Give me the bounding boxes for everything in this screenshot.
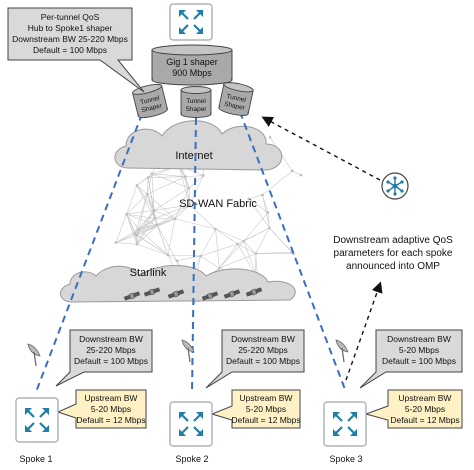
- spoke2-upstream-line1: Upstream BW: [240, 393, 293, 403]
- spoke3-upstream-line2: 5-20 Mbps: [405, 404, 445, 414]
- spoke3-downstream-line3: Default = 100 Mbps: [382, 356, 456, 366]
- tunnel-shaper-2-line2: Shaper: [186, 106, 208, 113]
- hub-router-icon: [169, 3, 213, 41]
- spoke1-upstream-callout: Upstream BW 5-20 Mbps Default = 12 Mbps: [56, 389, 147, 429]
- qos-callout-line2: Hub to Spoke1 shaper: [28, 23, 113, 33]
- spoke3-upstream-callout: Upstream BW 5-20 Mbps Default = 12 Mbps: [364, 389, 463, 429]
- tunnel-shaper-1: Tunnel Shaper: [131, 83, 169, 119]
- omp-controller-icon: [381, 172, 409, 200]
- satellite-icon: [143, 287, 161, 297]
- spoke1-downstream-line1: Downstream BW: [79, 334, 143, 344]
- satellite-icon: [123, 291, 141, 301]
- spoke1-label: Spoke 1: [19, 454, 52, 464]
- spoke-to-omp-arrow: [345, 281, 383, 381]
- gig1-shaper: Gig 1 shaper 900 Mbps: [151, 44, 233, 86]
- spoke1-downstream-line2: 25-220 Mbps: [86, 345, 136, 355]
- spoke3-downstream-callout: Downstream BW 5-20 Mbps Default = 100 Mb…: [359, 329, 463, 389]
- gig1-shaper-name: Gig 1 shaper: [166, 57, 218, 67]
- tunnel-shaper-3-line2: Shaper: [223, 101, 246, 112]
- starlink-label: Starlink: [130, 267, 167, 279]
- qos-callout-line3: Downstream BW 25-220 Mbps: [12, 34, 128, 44]
- per-tunnel-qos-callout: Per-tunnel QoS Hub to Spoke1 shaper Down…: [7, 7, 145, 93]
- tunnel-shaper-1-line1: Tunnel: [140, 95, 161, 107]
- spoke1-upstream-line2: 5-20 Mbps: [91, 404, 131, 414]
- starlink-cloud: [60, 265, 296, 303]
- spoke2-downstream-callout: Downstream BW 25-220 Mbps Default = 100 …: [205, 329, 305, 389]
- satellite-icon: [201, 291, 219, 301]
- spoke2-label: Spoke 2: [175, 454, 208, 464]
- satellite-icons: [123, 287, 263, 301]
- qos-callout-line4: Default = 100 Mbps: [33, 45, 107, 55]
- tunnel-shaper-3-line1: Tunnel: [226, 93, 247, 104]
- spoke-routers: [15, 397, 367, 447]
- spoke3-downstream-line2: 5-20 Mbps: [399, 345, 439, 355]
- overlay-tunnels: [35, 111, 347, 393]
- fabric-label: SD-WAN Fabric: [179, 198, 257, 210]
- satellite-icon: [245, 287, 263, 297]
- tunnel-shaper-2: Tunnel Shaper: [180, 86, 212, 118]
- spoke2-upstream-callout: Upstream BW 5-20 Mbps Default = 12 Mbps: [210, 389, 301, 429]
- spoke1-router-icon: [15, 397, 59, 443]
- tunnel-line-spoke2: [191, 117, 197, 393]
- dish-icon-spoke2: [181, 339, 195, 363]
- satellite-icon: [167, 289, 185, 299]
- spoke3-upstream-line3: Default = 12 Mbps: [390, 415, 459, 425]
- dish-icon-spoke3: [335, 339, 349, 363]
- tunnel-shaper-2-line1: Tunnel: [186, 98, 206, 105]
- internet-label: Internet: [175, 150, 212, 162]
- omp-to-hub-arrow: [261, 116, 381, 181]
- satellite-icon: [223, 289, 241, 299]
- internet-cloud: [114, 120, 283, 171]
- spoke2-upstream-line3: Default = 12 Mbps: [231, 415, 300, 425]
- spoke2-router-icon: [169, 401, 213, 447]
- spoke2-downstream-line1: Downstream BW: [231, 334, 295, 344]
- qos-callout-line1: Per-tunnel QoS: [41, 12, 100, 22]
- omp-note-line1: Downstream adaptive QoS: [333, 235, 453, 246]
- tunnel-shaper-3: Tunnel Shaper: [218, 82, 254, 116]
- spoke3-upstream-line1: Upstream BW: [399, 393, 452, 403]
- spoke1-downstream-line3: Default = 100 Mbps: [74, 356, 148, 366]
- spoke1-downstream-callout: Downstream BW 25-220 Mbps Default = 100 …: [55, 329, 153, 387]
- spoke3-downstream-line1: Downstream BW: [387, 334, 451, 344]
- spoke1-upstream-line3: Default = 12 Mbps: [76, 415, 145, 425]
- spoke1-upstream-line1: Upstream BW: [85, 393, 138, 403]
- spoke3-label: Spoke 3: [329, 454, 362, 464]
- gig1-shaper-rate: 900 Mbps: [172, 68, 212, 78]
- tunnel-line-spoke3: [239, 111, 347, 393]
- spoke2-downstream-line3: Default = 100 Mbps: [226, 356, 300, 366]
- omp-note-line2: parameters for each spoke: [334, 248, 453, 259]
- spoke2-upstream-line2: 5-20 Mbps: [246, 404, 286, 414]
- tunnel-line-spoke1: [35, 113, 143, 393]
- omp-note-line3: announced into OMP: [346, 261, 440, 272]
- dish-icon-spoke1: [27, 343, 41, 367]
- spoke2-downstream-line2: 25-220 Mbps: [238, 345, 288, 355]
- spoke3-router-icon: [323, 401, 367, 447]
